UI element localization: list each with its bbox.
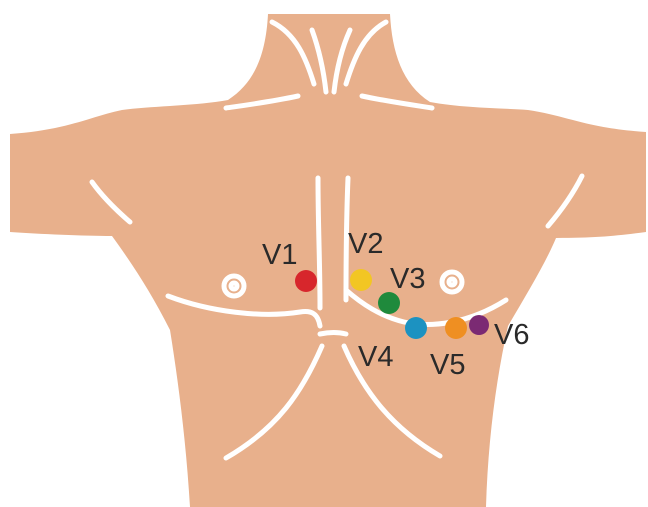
electrode-v1-label: V1	[262, 239, 297, 271]
electrode-v1-dot	[295, 270, 317, 292]
electrode-v6-dot	[469, 315, 489, 335]
electrode-v3-label: V3	[390, 263, 425, 295]
electrode-v3-dot	[378, 292, 400, 314]
electrode-v5-dot	[445, 317, 467, 339]
electrode-v4-label: V4	[358, 341, 393, 373]
electrode-v6-label: V6	[494, 319, 529, 351]
electrode-v5-label: V5	[430, 349, 465, 381]
electrode-v2-label: V2	[348, 228, 383, 260]
electrode-v2-dot	[350, 269, 372, 291]
electrode-v4-dot	[405, 317, 427, 339]
